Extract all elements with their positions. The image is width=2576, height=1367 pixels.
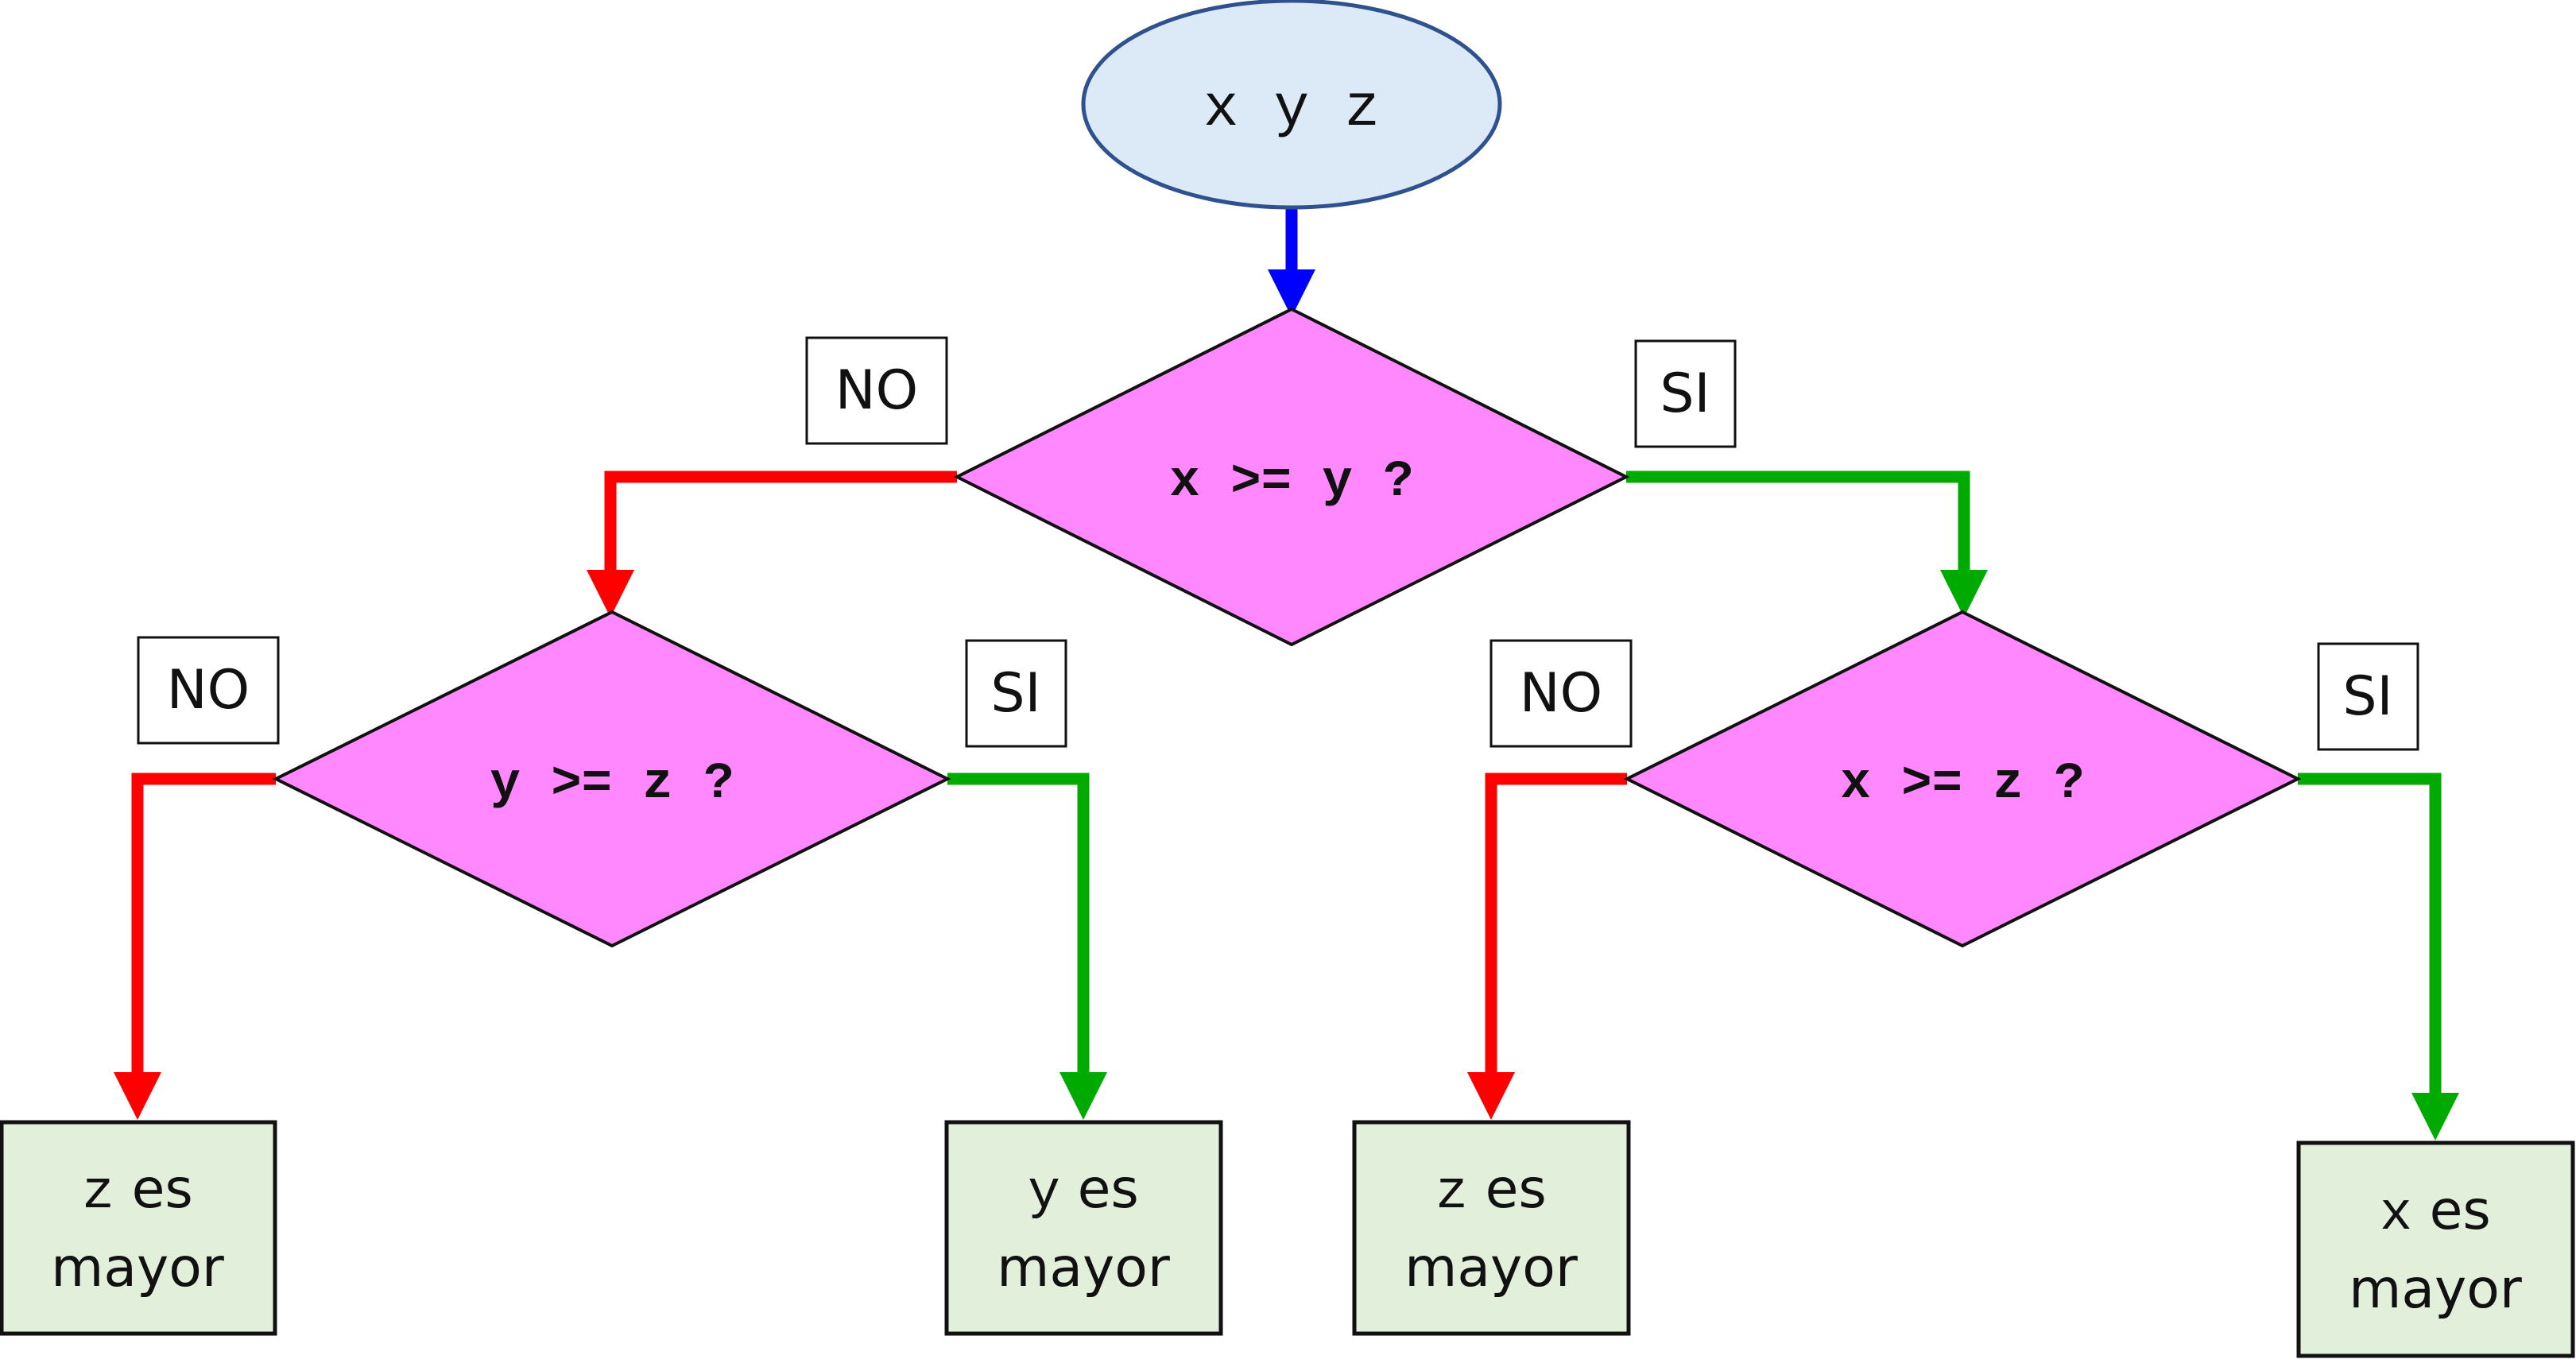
result-z-right-line1: z es (1435, 1158, 1547, 1224)
decision-top: x >= y ? (953, 307, 1630, 647)
result-y: y es mayor (944, 1120, 1223, 1336)
result-x-line1: x es (2380, 1179, 2491, 1245)
result-z-left-line2: mayor (51, 1237, 224, 1299)
branch-label-right-no-text: NO (1520, 662, 1602, 725)
branch-label-top-si: SI (1634, 339, 1737, 448)
decision-right: x >= z ? (1623, 610, 2302, 948)
branch-label-left-no: NO (137, 636, 280, 745)
branch-label-right-si-text: SI (2342, 665, 2392, 728)
decision-right-condition: x >= z ? (1840, 756, 2084, 813)
branch-label-right-si: SI (2317, 642, 2419, 751)
result-x: x es mayor (2296, 1140, 2575, 1358)
result-y-word (1060, 1158, 1078, 1221)
decision-top-condition: x >= y ? (1169, 454, 1413, 511)
result-x-word (2412, 1179, 2430, 1242)
arrow-top-si (1626, 471, 1988, 618)
decision-left-condition: y >= z ? (490, 756, 734, 813)
branch-label-right-no: NO (1489, 639, 1633, 748)
result-y-line1: y es (1028, 1158, 1139, 1224)
branch-label-left-no-text: NO (167, 659, 250, 722)
decision-left: y >= z ? (272, 610, 951, 948)
result-z-right: z es mayor (1352, 1120, 1631, 1336)
arrow-left-si (947, 773, 1107, 1120)
branch-label-top-no: NO (805, 336, 948, 445)
branch-label-left-si-text: SI (990, 662, 1040, 725)
result-z-left-var: z (82, 1163, 114, 1224)
result-y-line2: mayor (997, 1237, 1170, 1299)
start-node: x y z (1081, 0, 1502, 210)
branch-label-top-si-text: SI (1660, 362, 1710, 425)
result-z-right-var: z (1435, 1163, 1468, 1224)
result-z-left-line1: z es (82, 1158, 193, 1224)
arrow-right-no (1467, 773, 1627, 1120)
result-z-right-line2: mayor (1404, 1237, 1578, 1299)
branch-label-top-no-text: NO (835, 359, 918, 422)
arrow-right-si (2298, 773, 2459, 1140)
result-z-left: z es mayor (0, 1120, 277, 1336)
result-y-var: y (1028, 1163, 1060, 1224)
arrow-left-no (114, 773, 276, 1120)
result-z-left-es: es (132, 1158, 193, 1221)
result-z-right-es: es (1486, 1158, 1547, 1221)
branch-label-left-si: SI (965, 639, 1067, 748)
result-y-es: es (1078, 1158, 1139, 1221)
arrow-top-no (587, 471, 957, 618)
start-label: x y z (1203, 76, 1380, 143)
result-x-es: es (2430, 1179, 2491, 1242)
result-z-left-word (114, 1158, 132, 1221)
result-z-right-word (1468, 1158, 1486, 1221)
result-x-var: x (2380, 1184, 2412, 1245)
result-x-line2: mayor (2349, 1258, 2522, 1321)
